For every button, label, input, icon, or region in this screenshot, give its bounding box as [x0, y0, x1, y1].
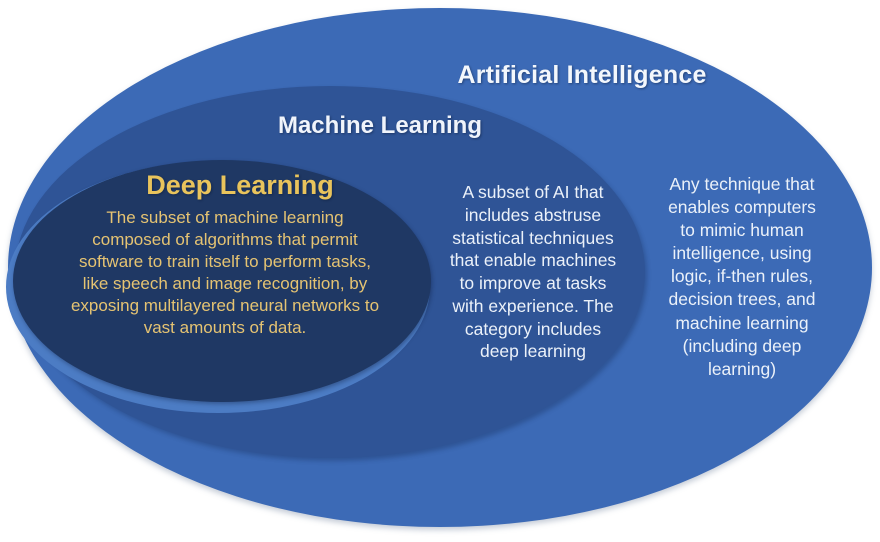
dl-ring-title: Deep Learning	[146, 170, 334, 200]
dl-ellipse	[13, 160, 431, 402]
dl-ring-description: The subset of machine learning composed …	[70, 208, 380, 338]
ai-ring-title: Artificial Intelligence	[457, 61, 707, 89]
ml-ring-description: A subset of AI that includes abstruse st…	[449, 182, 617, 362]
ml-ring-title: Machine Learning	[277, 112, 483, 139]
ai-ring-description: Any technique that enables computers to …	[668, 174, 816, 379]
